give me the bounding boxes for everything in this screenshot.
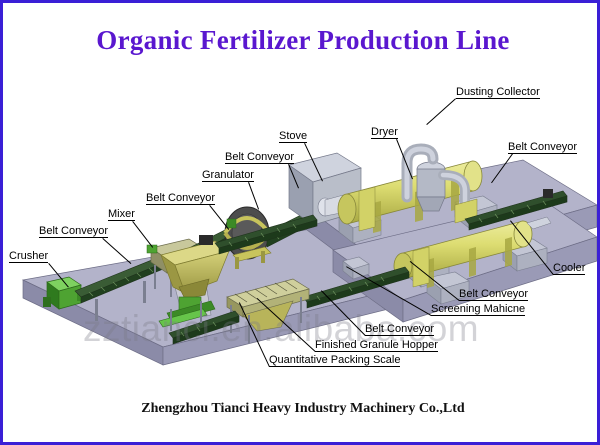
- label-quantitative-packing-scale: Quantitative Packing Scale: [269, 354, 401, 367]
- label-finished-granule-hopper: Finished Granule Hopper: [315, 339, 438, 352]
- label-belt-conveyor-2: Belt Conveyor: [146, 192, 216, 205]
- belt-conveyor-6-geometry: [168, 310, 240, 345]
- label-granulator: Granulator: [202, 169, 254, 182]
- label-belt-conveyor-6: Belt Conveyor: [365, 323, 435, 336]
- finished-granule-hopper: [158, 240, 230, 331]
- label-belt-conveyor-1: Belt Conveyor: [39, 225, 109, 238]
- screening-machine: [226, 278, 310, 343]
- label-crusher: Crusher: [9, 250, 49, 263]
- belt-conveyor-rear-geometry: [199, 214, 318, 255]
- label-dusting-collector: Dusting Collector: [456, 86, 540, 99]
- label-belt-conveyor-5: Belt Conveyor: [459, 288, 529, 301]
- company-footer: Zhengzhou Tianci Heavy Industry Machiner…: [141, 401, 465, 416]
- label-dryer: Dryer: [371, 126, 398, 139]
- label-stove: Stove: [279, 130, 308, 143]
- label-cooler: Cooler: [553, 262, 586, 275]
- label-belt-conveyor-4: Belt Conveyor: [508, 141, 578, 154]
- label-screening-machine: Screening Mahicne: [431, 303, 526, 316]
- label-mixer: Mixer: [108, 208, 135, 221]
- label-belt-conveyor-3: Belt Conveyor: [225, 151, 295, 164]
- page-title: Organic Fertilizer Production Line: [96, 25, 510, 55]
- belt-conveyor-4-geometry: [464, 189, 568, 231]
- dusting-collector-machine: [401, 143, 478, 224]
